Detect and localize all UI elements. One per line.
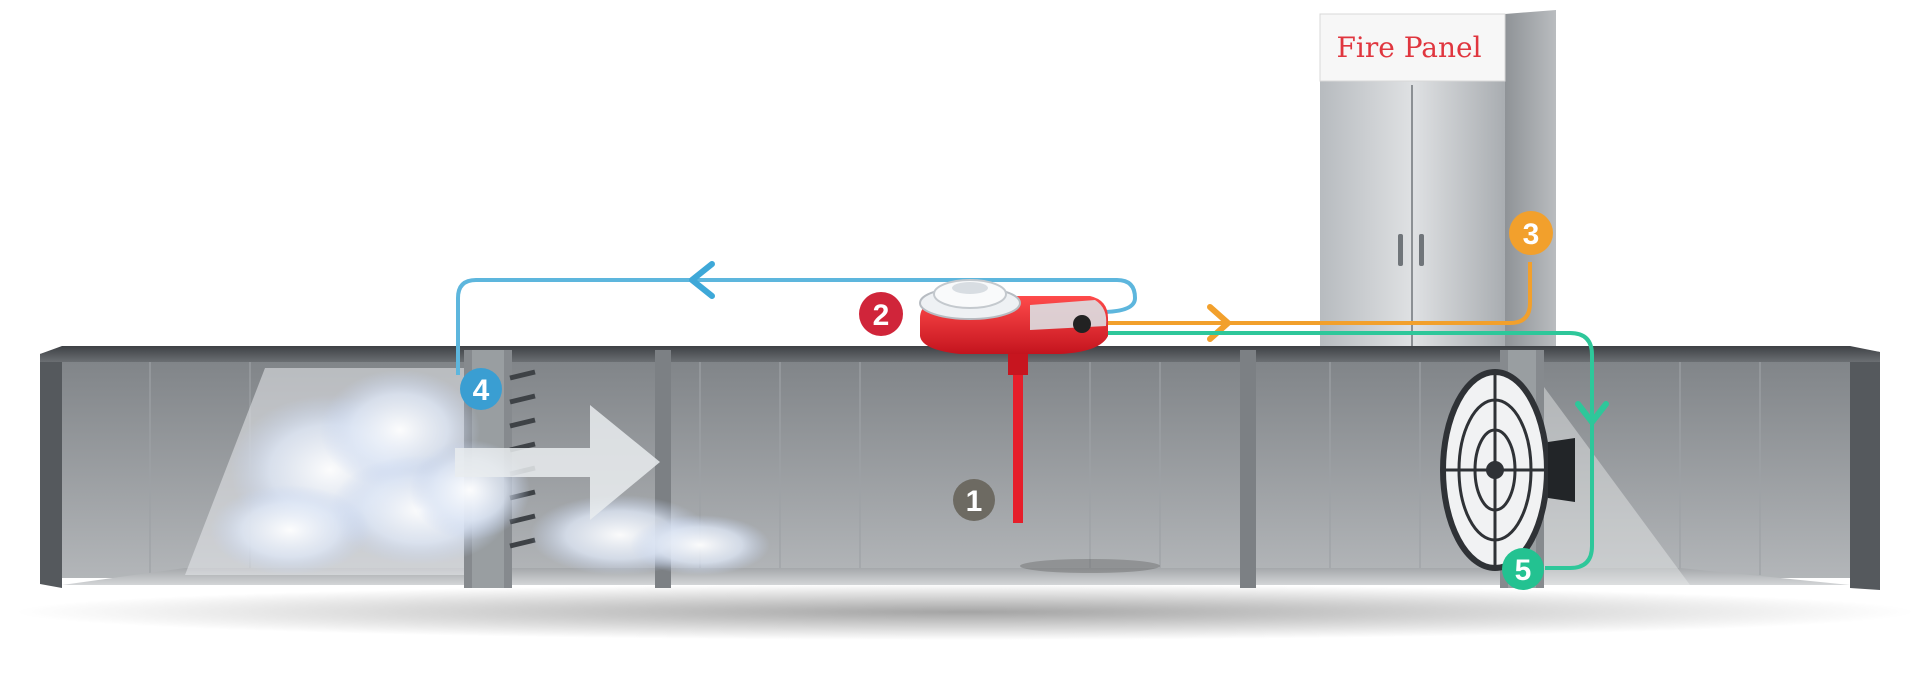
fan-signal-line: [1100, 331, 1594, 570]
sampling-loop-line: [456, 278, 1138, 375]
marker-2-label: 2: [873, 299, 890, 332]
duct-cutaway-right: [1530, 368, 1690, 585]
duct-right-end: [1850, 348, 1880, 590]
marker-2: 2: [859, 292, 903, 336]
fan-icon: [1440, 369, 1575, 571]
marker-3-label: 3: [1523, 218, 1540, 251]
panel-signal-line: [1100, 262, 1532, 325]
marker-4: 4: [460, 368, 502, 410]
marker-1-label: 1: [966, 485, 983, 518]
detector-floor-shadow: [1020, 559, 1160, 573]
airflow-arrow-icon: [455, 405, 660, 520]
sampling-loop-arrow-icon: [689, 261, 715, 299]
marker-5: 5: [1502, 548, 1544, 590]
marker-5-label: 5: [1515, 554, 1532, 587]
fire-panel-cabinet-icon: Fire Panel: [1319, 10, 1556, 360]
smoke-cloud-icon: [210, 370, 770, 575]
duct-smoke-detector-icon: [919, 279, 1108, 523]
fan-signal-arrow-icon: [1575, 401, 1609, 425]
fire-panel-label: Fire Panel: [1336, 31, 1481, 64]
duct-left-end: [40, 348, 62, 588]
marker-1: 1: [953, 479, 995, 521]
marker-4-label: 4: [473, 374, 490, 407]
duct-ground-shadow: [15, 584, 1915, 640]
marker-3: 3: [1509, 211, 1553, 255]
